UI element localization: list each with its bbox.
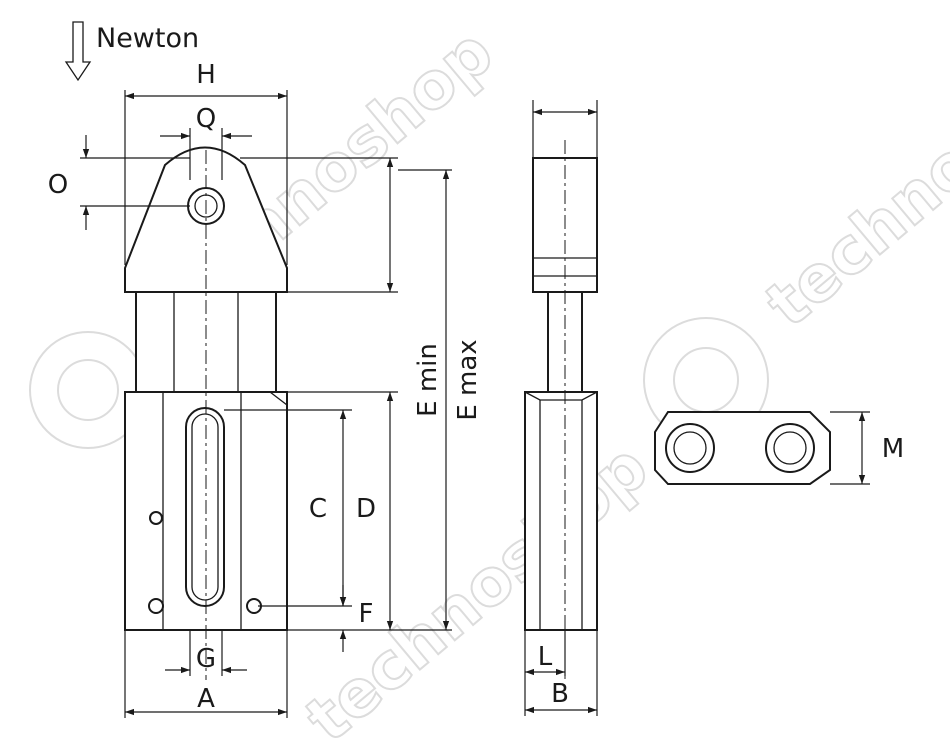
- dim-label-l: L: [538, 642, 553, 672]
- dim-label-c: C: [309, 494, 327, 524]
- dim-label-e-max: E max: [453, 339, 483, 420]
- dim-label-g: G: [196, 644, 216, 674]
- front-view: [124, 146, 288, 680]
- dim-label-m: M: [882, 434, 904, 464]
- body-side: [524, 391, 598, 631]
- dim-label-q: Q: [196, 104, 216, 134]
- watermark-text-right: techno: [753, 127, 950, 342]
- watermark-text-bottom: technoshop: [293, 430, 663, 750]
- dim-label-o: O: [48, 170, 68, 200]
- screw-hole: [148, 598, 164, 614]
- down-arrow-icon: [64, 21, 92, 82]
- force-indicator: Newton: [64, 21, 199, 82]
- front-dimensions: H Q O C D F G: [48, 60, 483, 718]
- dim-label-a: A: [197, 684, 215, 714]
- guide-slot: [185, 407, 225, 607]
- dim-label-d: D: [356, 494, 376, 524]
- dim-label-h: H: [196, 60, 216, 90]
- side-view: [524, 140, 598, 680]
- mounting-plate: [654, 411, 831, 485]
- dim-label-f: F: [359, 599, 374, 629]
- plate-dimensions: M: [830, 411, 904, 485]
- dim-label-b: B: [551, 679, 569, 709]
- dim-label-e-min: E min: [413, 343, 443, 417]
- screw-hole: [149, 511, 163, 525]
- side-dimensions: L B: [524, 100, 598, 716]
- plate-view: [654, 411, 831, 485]
- force-unit-label: Newton: [96, 23, 199, 54]
